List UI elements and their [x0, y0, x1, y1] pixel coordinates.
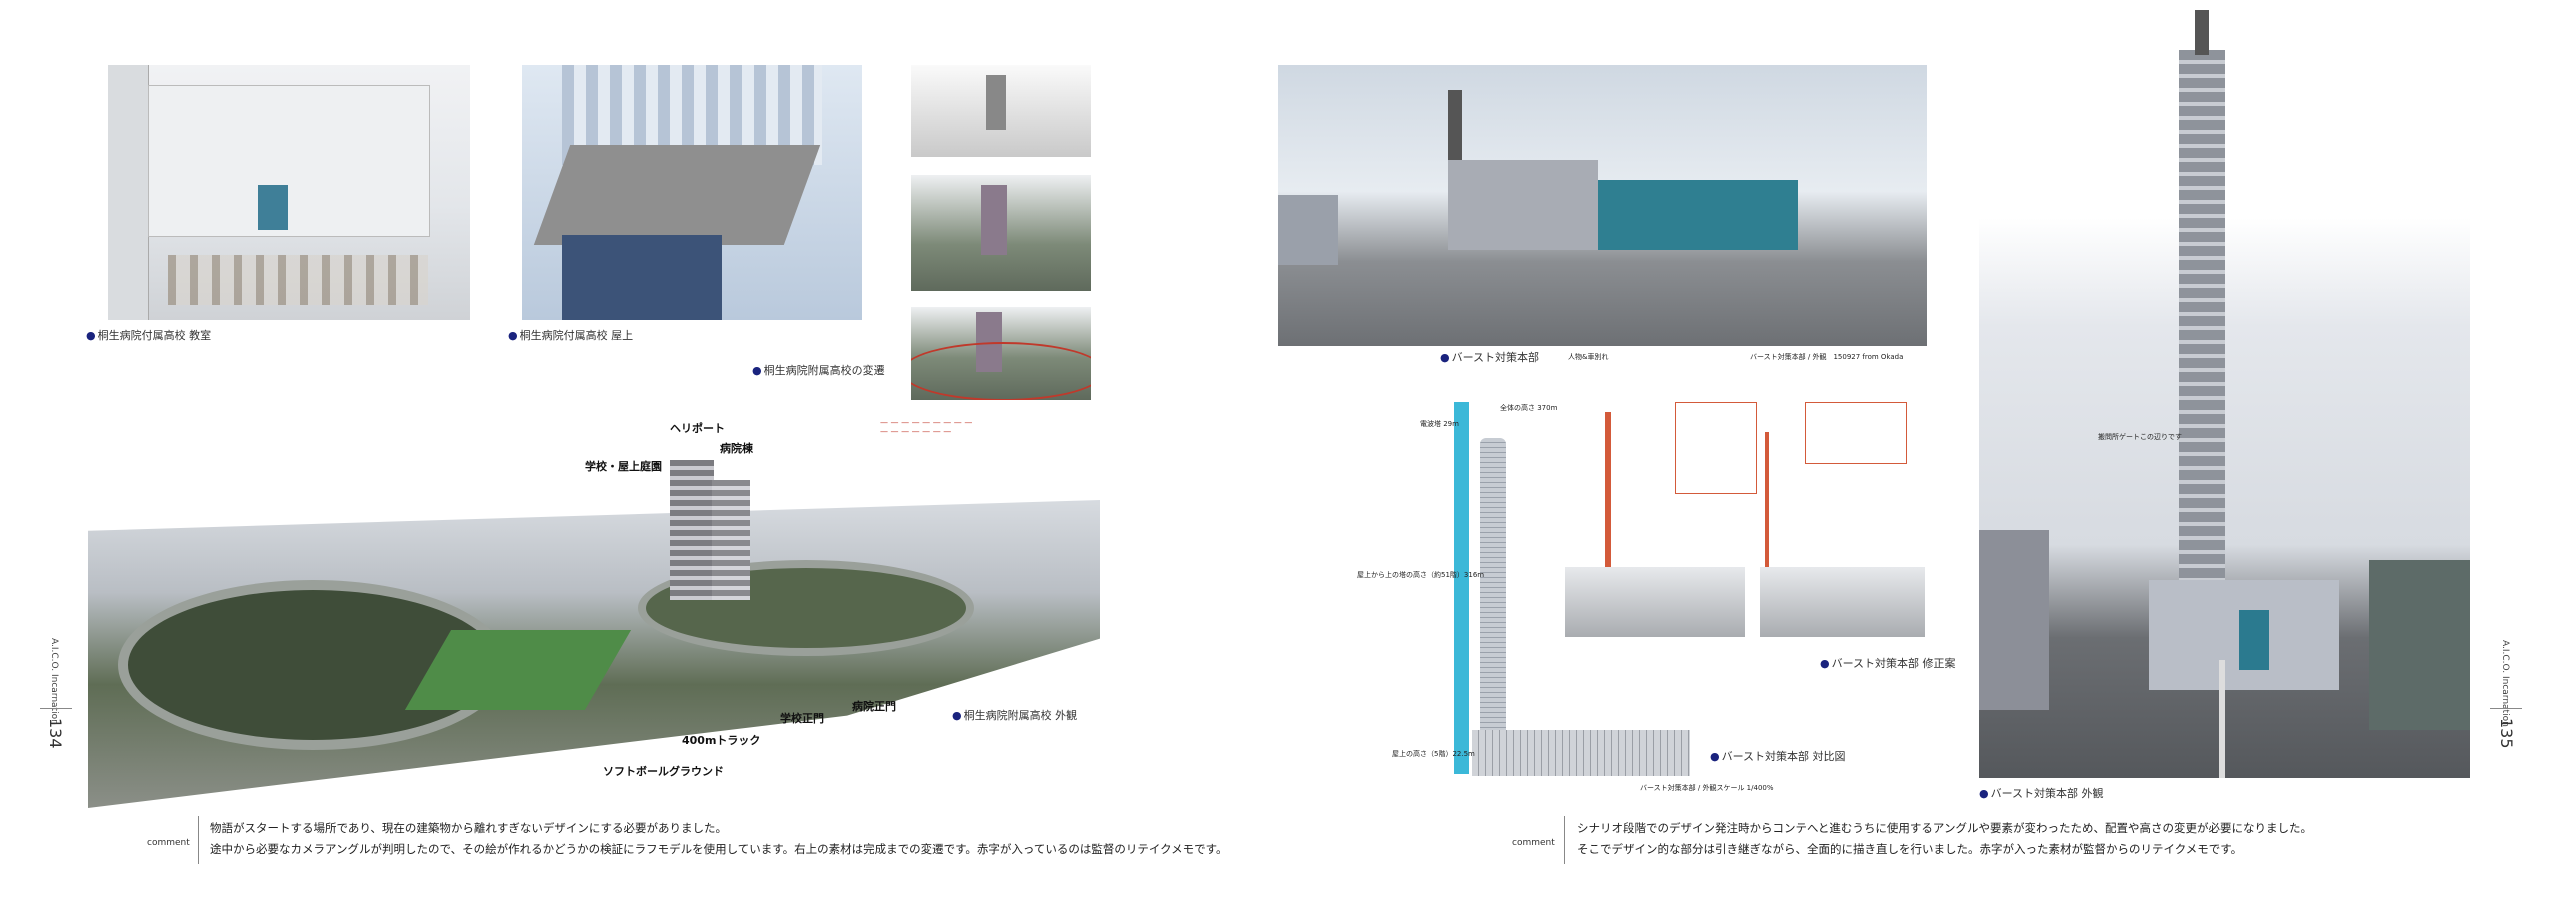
- caption-hq-exterior: ●バースト対策本部 外観: [1979, 787, 2104, 800]
- caption-text: バースト対策本部 外観: [1990, 787, 2104, 800]
- caption-hq: ●バースト対策本部: [1440, 351, 1540, 364]
- label-hospital-wing: 病院棟: [720, 442, 753, 455]
- caption-text: バースト対策本部 対比図: [1721, 750, 1846, 763]
- elevation-roof-height: 屋上の高さ（5階）22.5m: [1392, 750, 1475, 758]
- label-hospital-gate: 病院正門: [852, 700, 896, 713]
- evolution-thumbnail-3: [911, 307, 1091, 400]
- caption-text: バースト対策本部: [1451, 351, 1540, 364]
- page-number: 135: [2497, 718, 2516, 749]
- hospital-tower: [670, 460, 714, 600]
- rooftop-illustration: [522, 65, 862, 320]
- tower-note: 搬問所ゲートこの辺りです: [2098, 433, 2182, 441]
- comment-line: シナリオ段階でのデザイン発注時からコンテへと進むうちに使用するアングルや要素が変…: [1577, 821, 2312, 835]
- elevation-tower: [1480, 438, 1506, 738]
- divider: [2490, 708, 2522, 709]
- revision-sketch: [1565, 392, 1927, 645]
- side-title: A.I.C.O. Incarnation: [2500, 640, 2510, 727]
- comment-label: comment: [1512, 838, 1555, 848]
- elevation-tower-above-roof: 屋上から上の塔の高さ（約51階）316m: [1357, 571, 1485, 579]
- elevation-scale-note: バースト対策本部 / 外観スケール 1/400%: [1640, 784, 1774, 792]
- classroom-illustration: [108, 65, 470, 320]
- elevation-height-bar: [1454, 402, 1469, 774]
- hq-street-illustration: [1278, 65, 1927, 346]
- elevation-base-building: [1472, 730, 1690, 776]
- caption-text: 桐生病院付属高校 屋上: [519, 329, 634, 342]
- caption-evolution: ●桐生病院附属高校の変遷: [752, 364, 885, 377]
- label-track: 400mトラック: [682, 734, 761, 747]
- caption-text: 桐生病院附属高校 外観: [963, 709, 1078, 722]
- elevation-antenna: 電波塔 29m: [1420, 420, 1459, 428]
- evolution-thumbnail-1: [911, 65, 1091, 157]
- label-heliport: ヘリポート: [670, 422, 725, 435]
- comment-line: 物語がスタートする場所であり、現在の建築物から離れすぎないデザインにする必要があ…: [210, 821, 728, 835]
- street-credit: バースト対策本部 / 外観 150927 from Okada: [1750, 353, 1904, 361]
- aerial-exterior-illustration: [88, 500, 1100, 808]
- caption-text: 桐生病院付属高校 教室: [97, 329, 212, 342]
- side-title: A.I.C.O. Incarnation: [49, 638, 59, 725]
- caption-school-exterior: ●桐生病院附属高校 外観: [952, 709, 1078, 722]
- caption-comparison: ●バースト対策本部 対比図: [1710, 750, 1846, 763]
- comment-divider: [198, 816, 199, 864]
- street-note: 人物&車別れ: [1568, 353, 1609, 361]
- comment-text: 物語がスタートする場所であり、現在の建築物から離れすぎないデザインにする必要があ…: [210, 818, 1228, 860]
- label-school-gate: 学校正門: [780, 712, 824, 725]
- page-number: 134: [46, 718, 65, 749]
- comment-label: comment: [147, 838, 190, 848]
- label-school-rooftop-garden: 学校・屋上庭園: [585, 460, 662, 473]
- caption-text: バースト対策本部 修正案: [1831, 657, 1956, 670]
- divider: [40, 708, 72, 709]
- label-softball-ground: ソフトボールグラウンド: [603, 765, 724, 778]
- hospital-wing-building: [712, 480, 750, 600]
- comment-text: シナリオ段階でのデザイン発注時からコンテへと進むうちに使用するアングルや要素が変…: [1577, 818, 2312, 860]
- comment-divider: [1564, 816, 1565, 864]
- caption-text: 桐生病院附属高校の変遷: [763, 364, 885, 377]
- retake-memo: — — — — — — — — —— — — — — — —: [880, 418, 973, 436]
- caption-rooftop: ●桐生病院付属高校 屋上: [508, 329, 634, 342]
- comment-line: そこでデザイン的な部分は引き継ぎながら、全面的に描き直しを行いました。赤字が入っ…: [1577, 842, 2243, 856]
- caption-revision: ●バースト対策本部 修正案: [1820, 657, 1956, 670]
- hq-exterior-illustration: [1979, 0, 2470, 778]
- caption-classroom: ●桐生病院付属高校 教室: [86, 329, 212, 342]
- evolution-thumbnail-2: [911, 175, 1091, 291]
- comment-line: 途中から必要なカメラアングルが判明したので、その絵が作れるかどうかの検証にラフモ…: [210, 842, 1228, 856]
- elevation-total-height: 全体の高さ 370m: [1500, 404, 1558, 412]
